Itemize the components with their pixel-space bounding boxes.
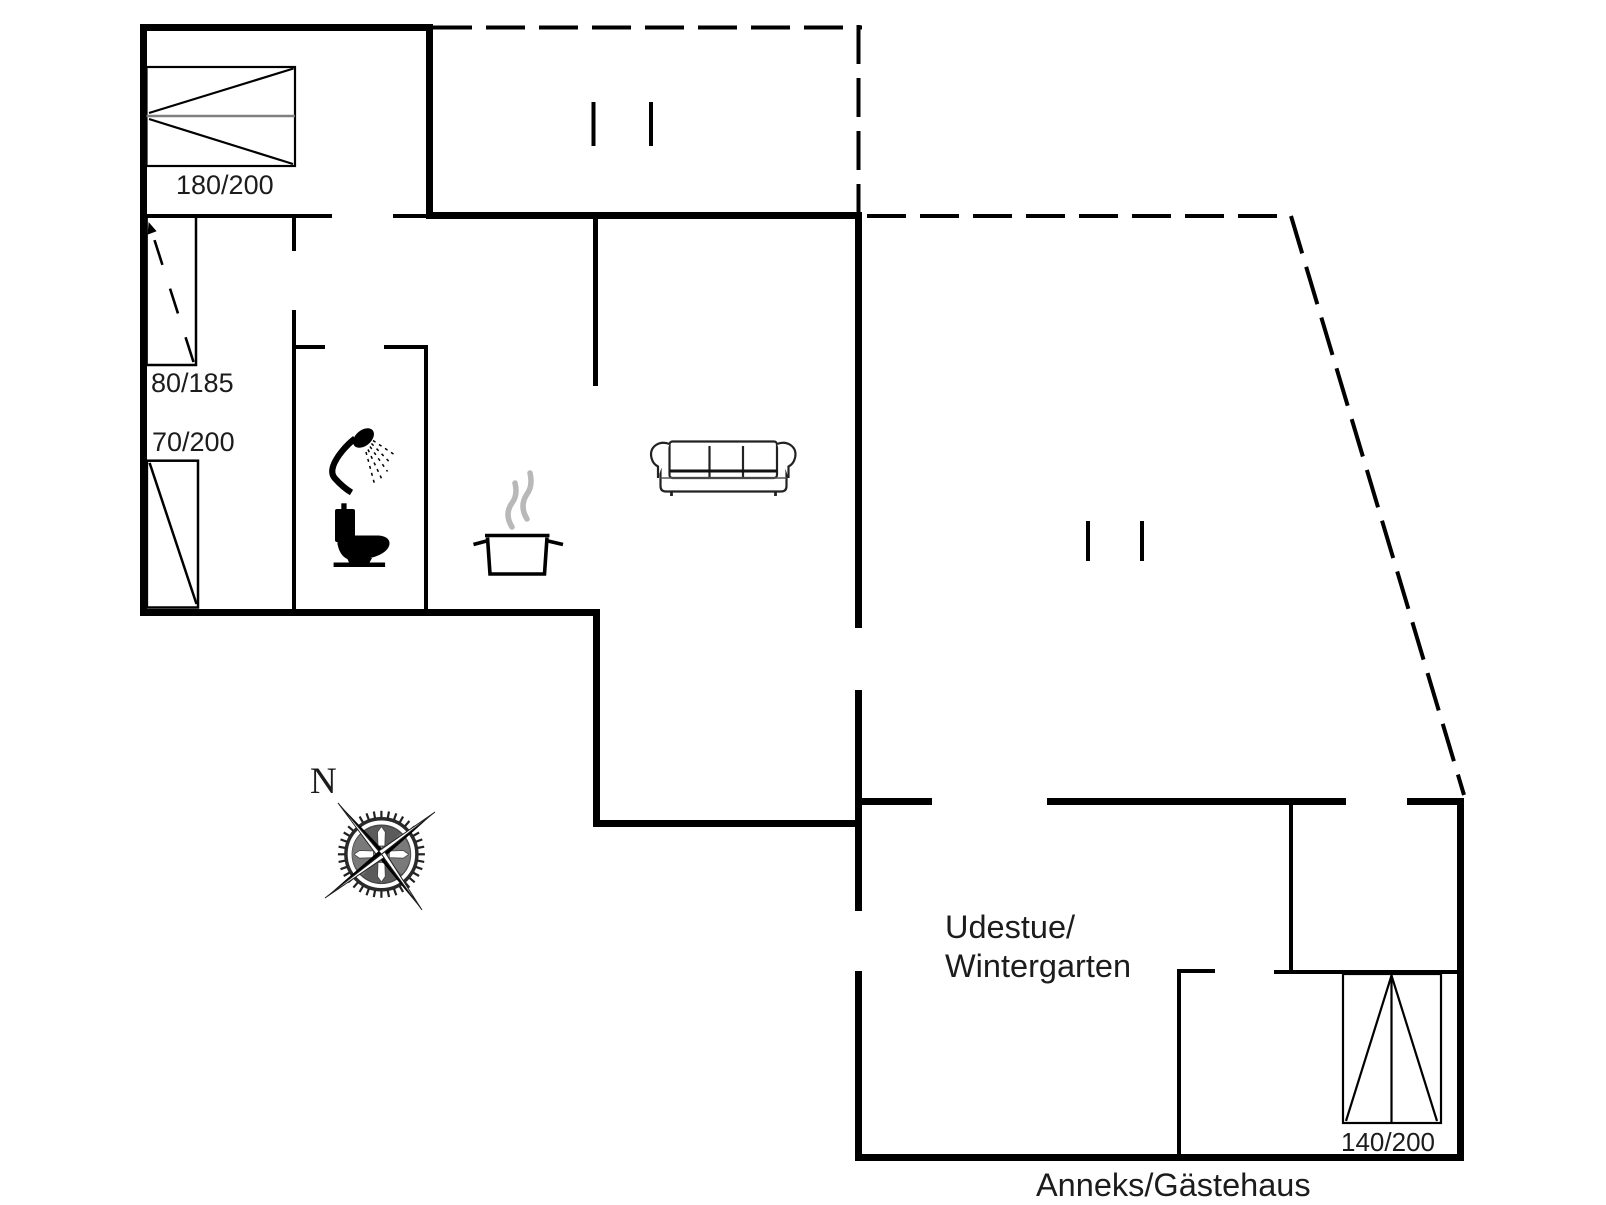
svg-text:70/200: 70/200 [152, 427, 235, 457]
svg-text:80/185: 80/185 [151, 368, 234, 398]
svg-text:Anneks/Gästehaus: Anneks/Gästehaus [1036, 1167, 1311, 1203]
svg-text:Udestue/: Udestue/ [945, 909, 1076, 945]
svg-text:180/200: 180/200 [176, 170, 274, 200]
svg-text:N: N [310, 761, 337, 802]
svg-text:140/200: 140/200 [1341, 1127, 1435, 1157]
svg-text:Wintergarten: Wintergarten [945, 948, 1131, 984]
